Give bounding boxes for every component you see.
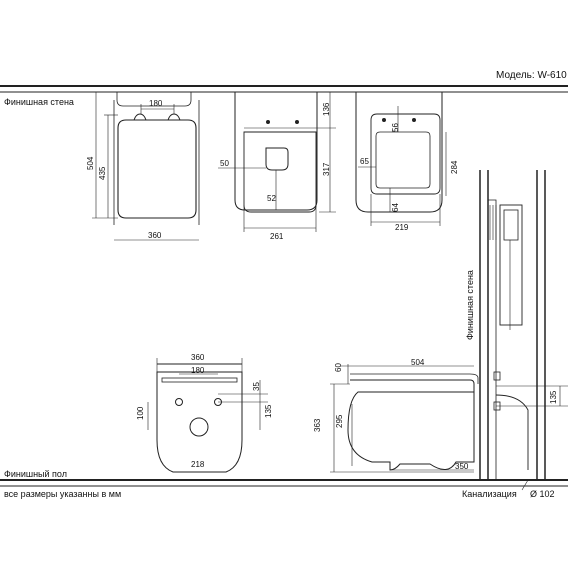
front-dim-360: 360 [191,353,205,362]
sewer-diameter: Ø 102 [530,489,555,499]
bottom-view [355,92,447,226]
finish-wall-label: Финишная стена [4,97,74,107]
dim-52: 52 [267,194,276,203]
sewer-label: Канализация [462,489,517,499]
dim-261: 261 [270,232,284,241]
front-view [147,358,268,473]
side-dim-504: 504 [411,358,425,367]
top-view [92,92,200,241]
dim-504: 504 [86,156,95,170]
front-dim-218: 218 [191,460,205,469]
dim-219: 219 [395,223,409,232]
dim-180: 180 [149,99,163,108]
front-dim-135: 135 [264,404,273,418]
dim-50: 50 [220,159,229,168]
dimensions-note: все размеры указанны в мм [4,489,122,499]
finish-floor-label: Финишный пол [4,469,67,479]
dim-317: 317 [322,162,331,176]
side-dim-363: 363 [313,418,322,432]
dim-435: 435 [98,166,107,180]
side-dim-295: 295 [335,414,344,428]
model-label: Модель: W-610 [496,70,567,81]
sewer-leader [521,479,529,491]
back-view [218,92,336,232]
front-dim-180: 180 [191,366,205,375]
finish-wall-side-label: Финишная стена [465,270,475,340]
wall-section [479,170,568,481]
dim-56: 56 [391,123,400,132]
dim-360: 360 [148,231,162,240]
side-dim-60: 60 [334,363,343,372]
side-view [330,364,501,473]
dim-64: 64 [391,203,400,212]
side-dim-350: 350 [455,462,469,471]
dim-65: 65 [360,157,369,166]
dim-136: 136 [322,102,331,116]
dim-284: 284 [450,160,459,174]
side-dim-135: 135 [549,390,558,404]
front-dim-35: 35 [252,382,261,391]
front-dim-100: 100 [136,406,145,420]
